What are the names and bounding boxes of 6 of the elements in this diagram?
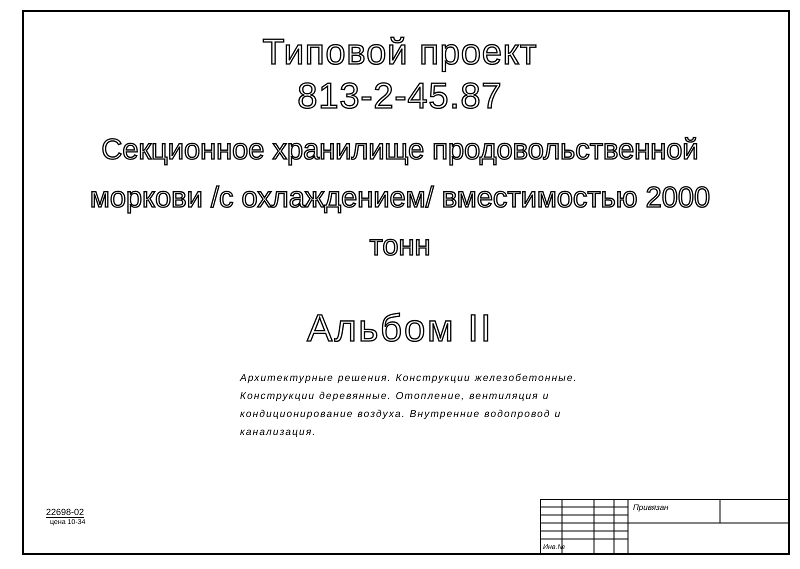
document-code: 22698-02 — [46, 507, 84, 518]
title: Типовой проект 813-2-45.87 — [261, 30, 539, 118]
stamp-field-label: Привязан — [633, 503, 668, 512]
album-number: Альбом II — [305, 308, 494, 351]
project-name: Секционное хранилище продовольственной моркови /с охлаждением/ вместимостью 2000 тонн — [88, 133, 712, 264]
contents-note: Архитектурные решения. Конструкции железобетонные. Конструкции деревянные. Отопление, вентиляция и кондиционирование воздуха. Внутренние водопровод и канализация. — [240, 372, 579, 440]
